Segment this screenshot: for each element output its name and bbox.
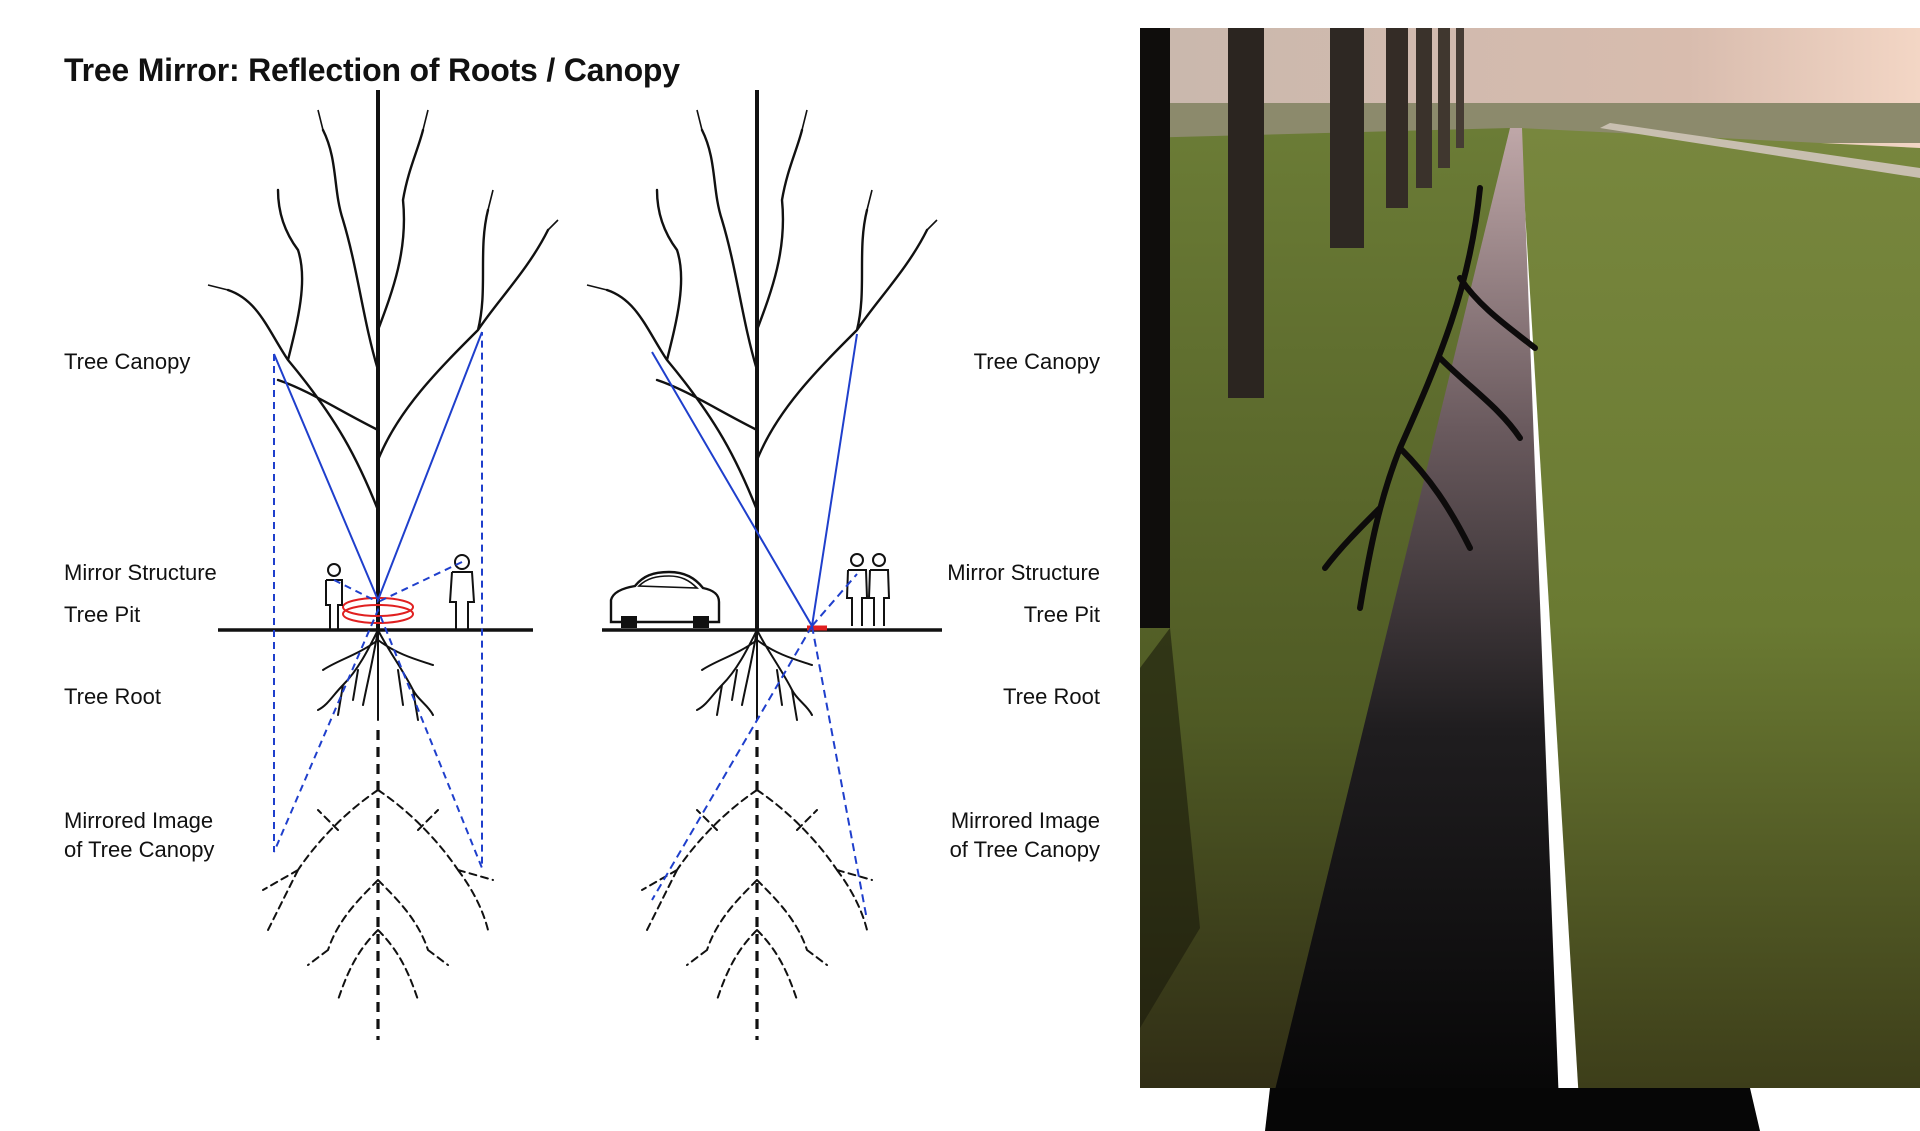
tree-canopy-drawing [585, 88, 939, 632]
mirrored-canopy-drawing [261, 728, 495, 1042]
page-title: Tree Mirror: Reflection of Roots / Canop… [64, 52, 680, 88]
landscape-photo [1140, 28, 1920, 1131]
mirrored-canopy-drawing [640, 728, 874, 1042]
tree-root-drawing [317, 629, 434, 721]
label-tree-pit-left: Tree Pit [64, 602, 141, 627]
tree-root-drawing [696, 629, 813, 721]
person-icon [845, 553, 869, 626]
label-tree-canopy-right: Tree Canopy [973, 349, 1100, 374]
person-icon [448, 554, 476, 630]
label-tree-canopy-left: Tree Canopy [64, 349, 191, 374]
label-mirror-structure-right: Mirror Structure [947, 560, 1100, 585]
tree-canopy-drawing [206, 88, 560, 632]
label-tree-pit-right: Tree Pit [1023, 602, 1100, 627]
label-mirrored-image-left-2: of Tree Canopy [64, 837, 215, 862]
left-tree-diagram [206, 88, 560, 1042]
tree-mirror-diagram [206, 88, 942, 1042]
car-icon [609, 570, 721, 628]
label-mirror-structure-left: Mirror Structure [64, 560, 217, 585]
label-mirrored-image-right-1: Mirrored Image [950, 808, 1100, 833]
person-icon [867, 553, 891, 626]
label-tree-root-left: Tree Root [64, 684, 162, 709]
label-tree-root-right: Tree Root [1002, 684, 1100, 709]
person-icon [325, 563, 343, 630]
label-mirrored-image-left-1: Mirrored Image [64, 808, 214, 833]
label-mirrored-image-right-2: of Tree Canopy [949, 837, 1100, 862]
right-tree-diagram [585, 88, 942, 1042]
